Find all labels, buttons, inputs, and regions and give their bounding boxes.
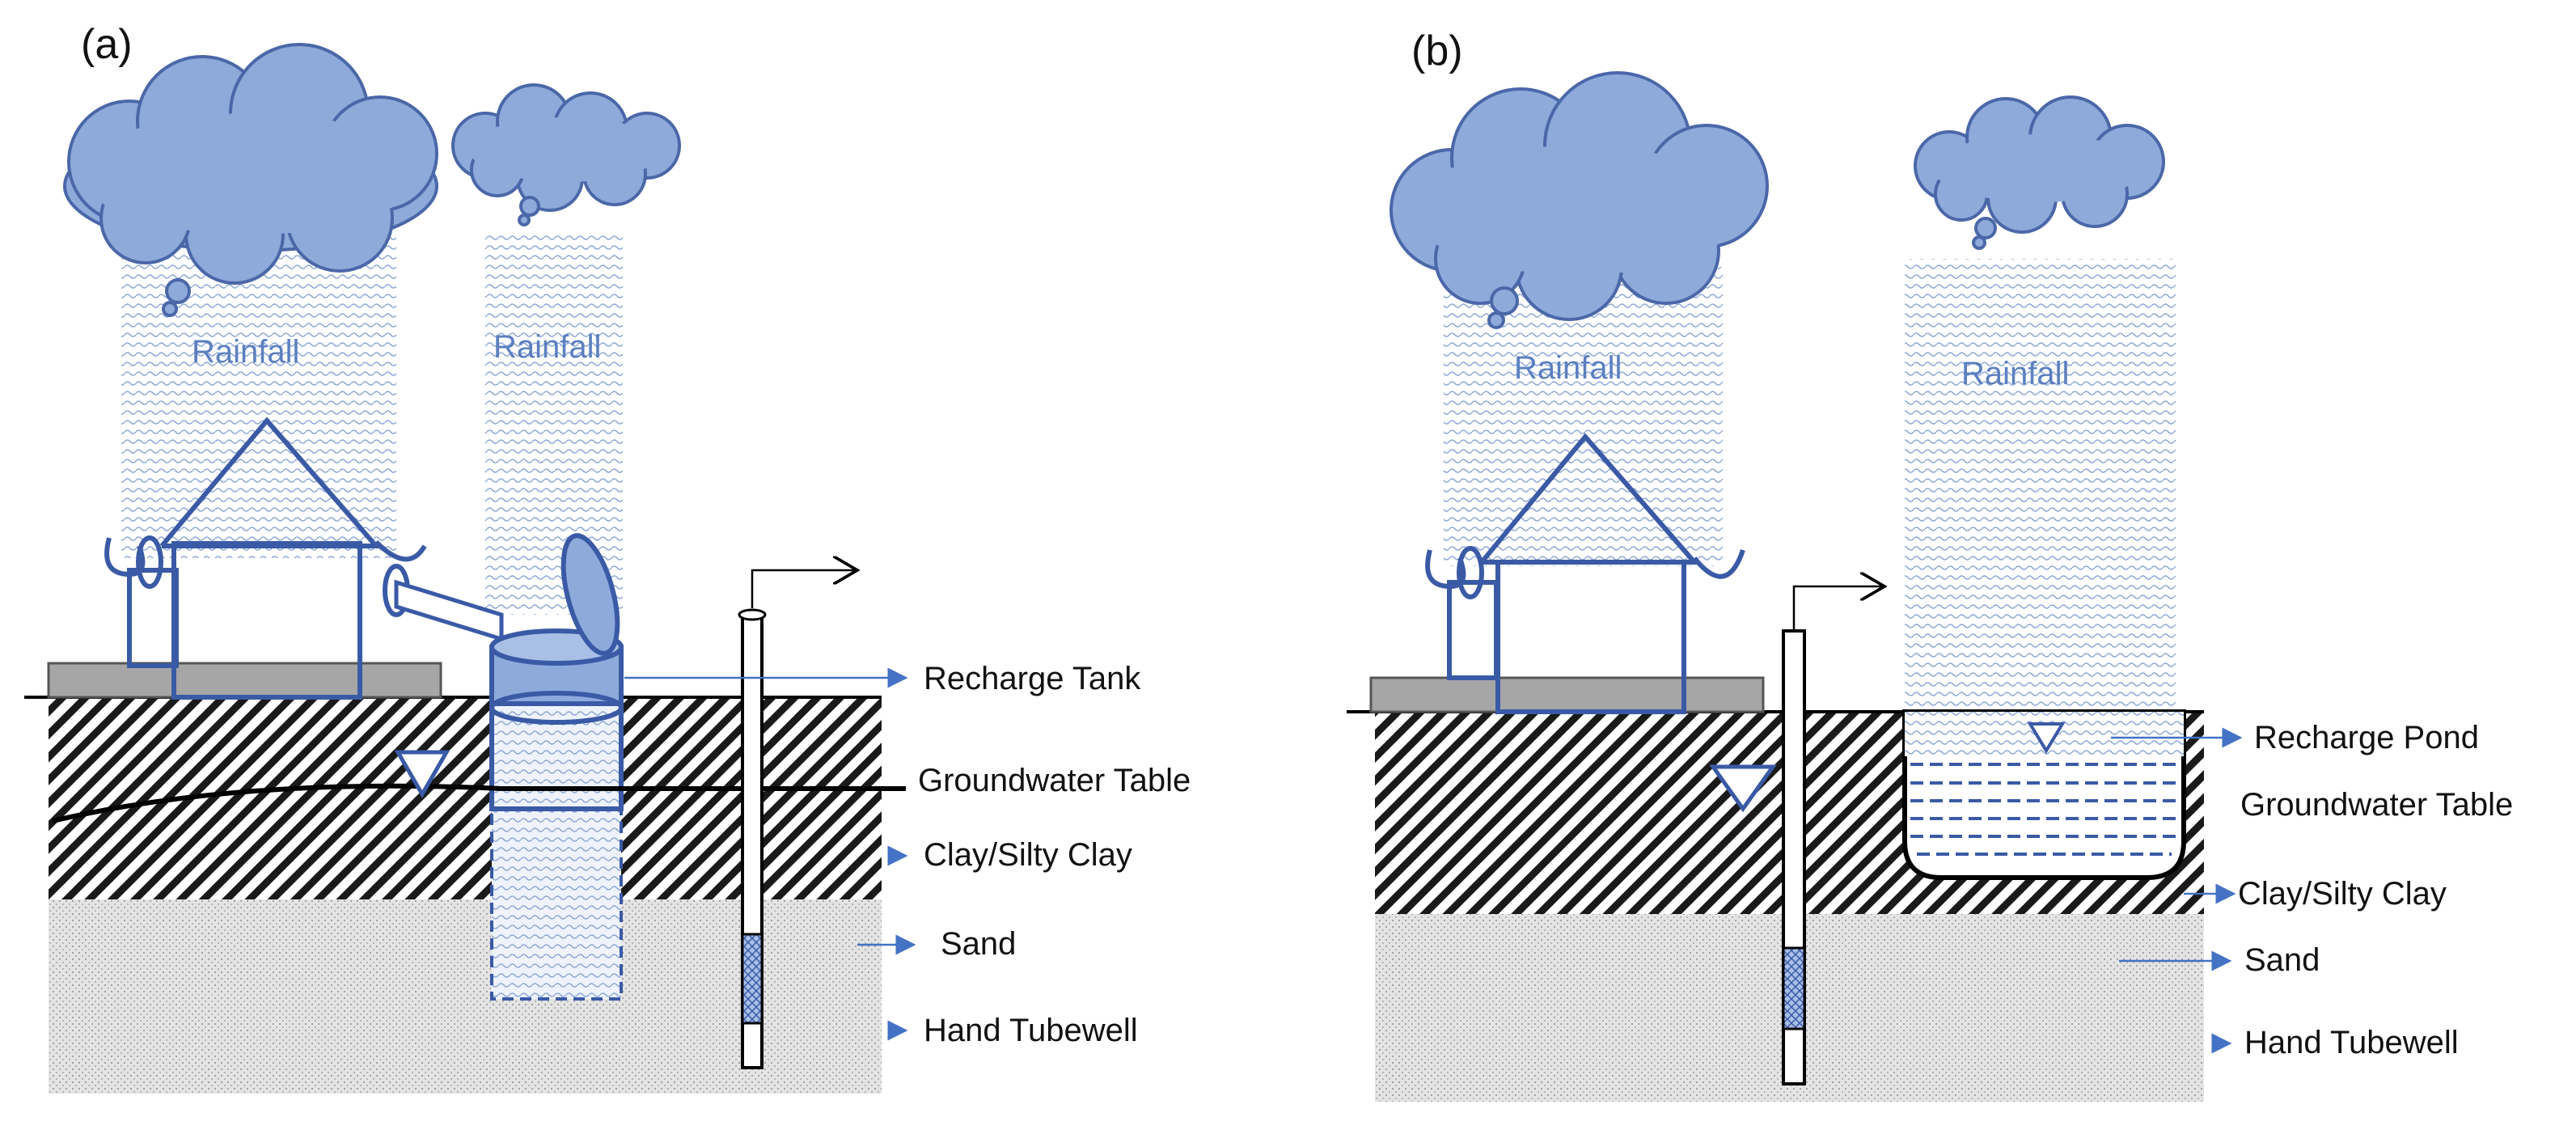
sand-label: Sand [941, 926, 1016, 962]
rainfall-label: Rainfall [192, 334, 299, 370]
hand-tubewell [738, 570, 857, 1069]
hand-tubewell-label: Hand Tubewell [924, 1013, 1138, 1048]
rainfall-label: Rainfall [1961, 356, 2069, 391]
groundwater-table-label: Groundwater Table [2240, 787, 2513, 823]
rainfall-label: Rainfall [493, 329, 601, 365]
rainfall-column-right [1905, 259, 2176, 712]
cloud-icon [63, 43, 438, 317]
panel-b: (b) Rainfall [1347, 28, 2513, 1102]
sand-label: Sand [2244, 942, 2320, 978]
recharge-tank [489, 533, 624, 1001]
panel-b-letter: (b) [1411, 28, 1463, 74]
hand-tubewell-label: Hand Tubewell [2244, 1025, 2459, 1060]
cloud-icon [451, 83, 681, 226]
house-slab [47, 662, 442, 699]
recharge-pond [1902, 709, 2186, 880]
water-level-icon [394, 750, 450, 799]
rainfall-column-right [485, 235, 623, 615]
house-slab [1369, 676, 1765, 713]
panel-a-letter: (a) [81, 21, 133, 68]
water-level-icon [1709, 764, 1777, 813]
rainfall-label: Rainfall [1514, 350, 1622, 386]
groundwater-table-line [52, 783, 906, 823]
hand-tubewell [1782, 586, 1884, 1085]
water-level-icon [2027, 722, 2066, 754]
cloud-icon [1390, 71, 1769, 329]
clay-label: Clay/Silty Clay [924, 837, 1132, 873]
recharge-tank-label: Recharge Tank [924, 661, 1141, 696]
house [1425, 433, 1745, 714]
tank-lid [560, 533, 620, 656]
cloud-icon [1914, 95, 2165, 250]
clay-label: Clay/Silty Clay [2238, 876, 2447, 912]
recharge-pond-label: Recharge Pond [2254, 720, 2479, 755]
groundwater-table-label: Groundwater Table [918, 763, 1191, 798]
panel-a: (a) Ra [24, 21, 1191, 1094]
rainfall-column-left [121, 235, 396, 558]
